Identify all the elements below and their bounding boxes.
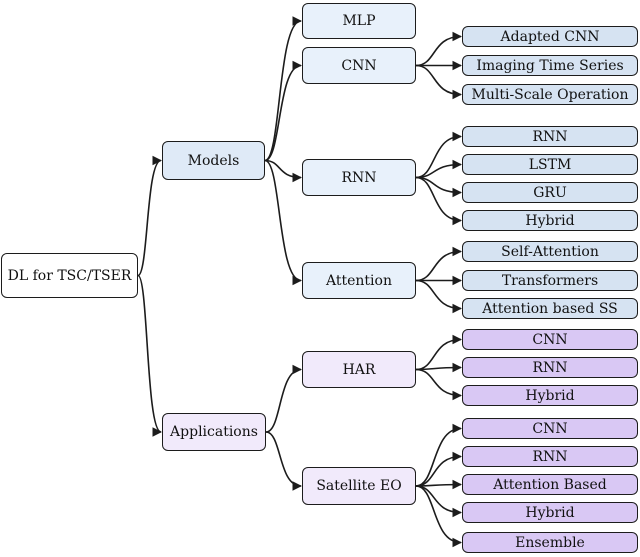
leaf-sat-rnn: RNN bbox=[462, 446, 638, 467]
models-node: Models bbox=[162, 141, 265, 180]
edge-attention-node-to-leaf-attention-based-ss bbox=[415, 279, 462, 314]
leaf-gru: GRU bbox=[462, 182, 638, 203]
edge-models-node-to-attention-node bbox=[264, 159, 302, 286]
edge-har-node-to-leaf-har-cnn bbox=[415, 334, 462, 371]
leaf-rnn: RNN bbox=[462, 126, 638, 147]
leaf-sat-ensemble: Ensemble bbox=[462, 532, 638, 553]
edge-attention-node-to-leaf-self-attention bbox=[415, 246, 462, 282]
leaf-sat-cnn: CNN bbox=[462, 418, 638, 439]
applications-node: Applications bbox=[162, 413, 266, 451]
satellite-eo-node: Satellite EO bbox=[302, 467, 416, 505]
har-node: HAR bbox=[302, 351, 416, 388]
edge-satellite-eo-node-to-leaf-sat-hybrid bbox=[415, 485, 462, 518]
leaf-self-attention: Self-Attention bbox=[462, 241, 638, 262]
edge-cnn-node-to-leaf-adapted-cnn bbox=[415, 31, 462, 67]
leaf-multi-scale-operation: Multi-Scale Operation bbox=[462, 84, 638, 105]
attention-node: Attention bbox=[302, 262, 416, 299]
mlp-node: MLP bbox=[302, 3, 416, 39]
leaf-transformers: Transformers bbox=[462, 270, 638, 291]
edge-rnn-node-to-leaf-hybrid-rnn bbox=[415, 176, 462, 226]
edge-satellite-eo-node-to-leaf-sat-cnn bbox=[415, 423, 462, 487]
leaf-har-hybrid: Hybrid bbox=[462, 385, 638, 406]
edge-har-node-to-leaf-har-hybrid bbox=[415, 368, 462, 401]
leaf-sat-hybrid: Hybrid bbox=[462, 502, 638, 523]
leaf-attention-based-ss: Attention based SS bbox=[462, 298, 638, 319]
leaf-sat-attention-based: Attention Based bbox=[462, 474, 638, 495]
leaf-imaging-time-series: Imaging Time Series bbox=[462, 55, 638, 76]
leaf-lstm: LSTM bbox=[462, 154, 638, 175]
edge-rnn-node-to-leaf-rnn bbox=[415, 131, 462, 179]
edge-root-node-to-models-node bbox=[137, 155, 162, 277]
edge-root-node-to-applications-node bbox=[137, 274, 162, 437]
leaf-har-cnn: CNN bbox=[462, 329, 638, 350]
edge-models-node-to-cnn-node bbox=[264, 60, 302, 162]
leaf-adapted-cnn: Adapted CNN bbox=[462, 26, 638, 47]
edge-models-node-to-mlp-node bbox=[264, 16, 302, 162]
rnn-node: RNN bbox=[302, 159, 416, 196]
edge-applications-node-to-satellite-eo-node bbox=[265, 431, 302, 491]
leaf-har-rnn: RNN bbox=[462, 357, 638, 378]
edge-satellite-eo-node-to-leaf-sat-rnn bbox=[415, 451, 462, 487]
leaf-hybrid-rnn: Hybrid bbox=[462, 210, 638, 231]
edge-satellite-eo-node-to-leaf-sat-ensemble bbox=[415, 485, 462, 548]
edge-cnn-node-to-leaf-multi-scale-operation bbox=[415, 64, 462, 100]
cnn-node: CNN bbox=[302, 47, 416, 84]
edge-models-node-to-rnn-node bbox=[264, 159, 302, 183]
root-node: DL for TSC/TSER bbox=[1, 253, 138, 298]
edge-applications-node-to-har-node bbox=[265, 364, 302, 433]
